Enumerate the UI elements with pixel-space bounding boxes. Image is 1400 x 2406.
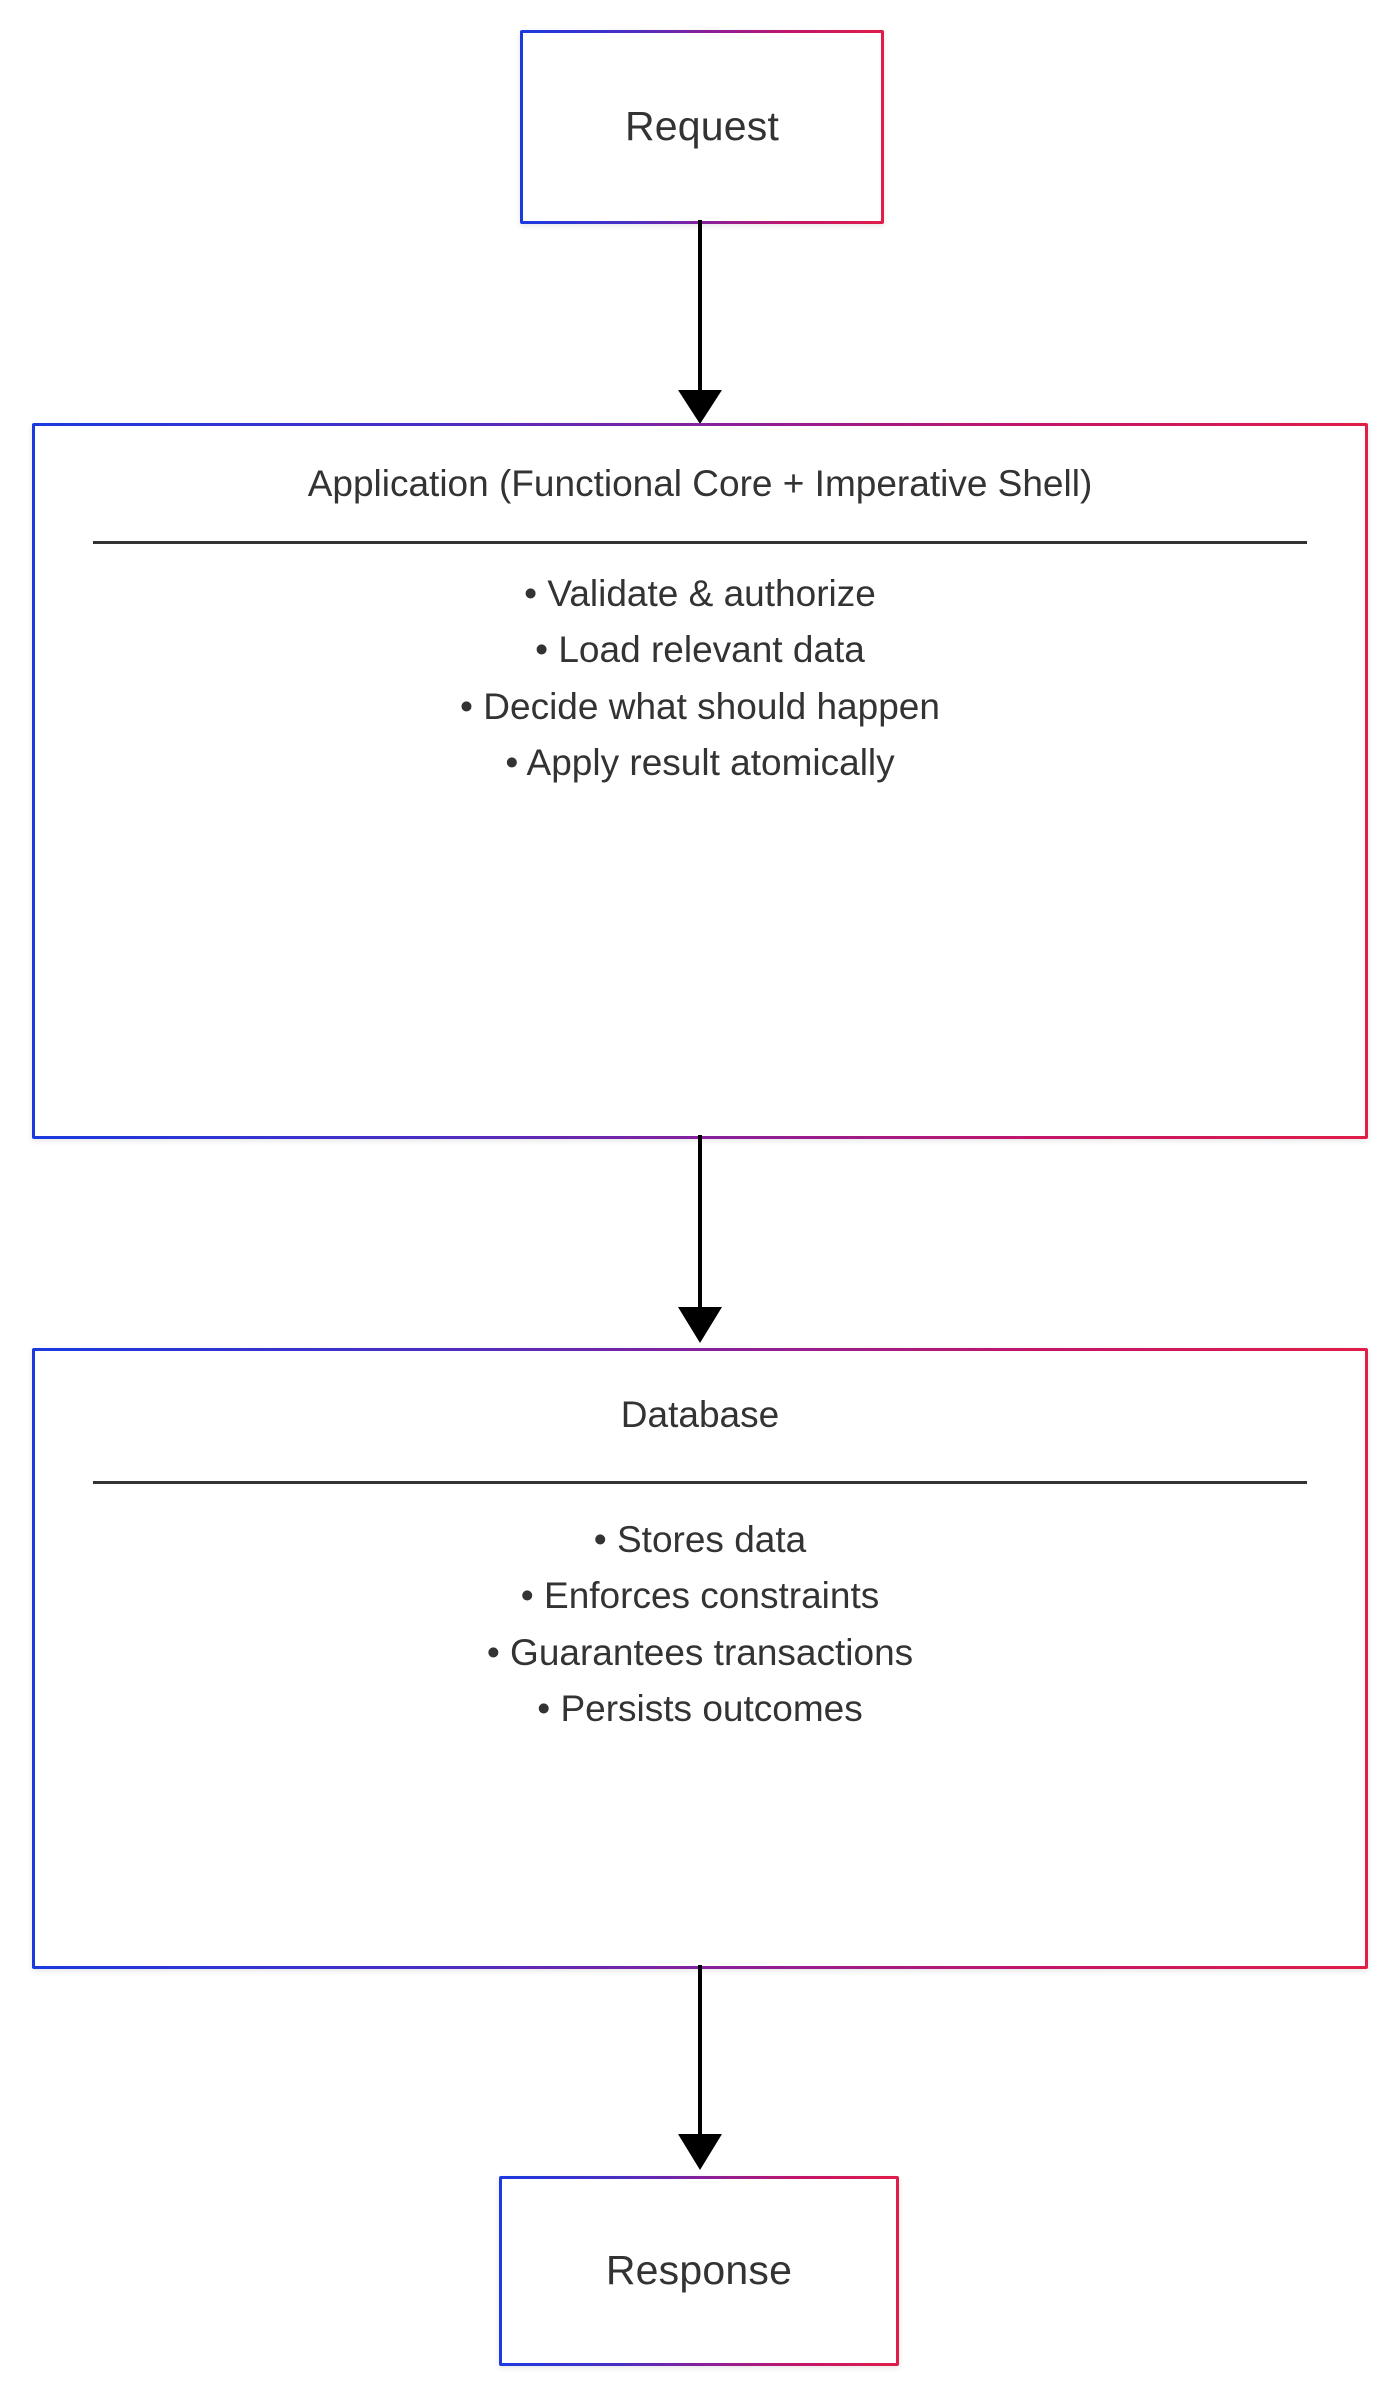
node-database[interactable]: Database • Stores data • Enforces constr… [32, 1348, 1368, 1969]
node-application-item: • Apply result atomically [505, 741, 895, 783]
arrow-application-to-database-glyph [678, 1135, 722, 1343]
node-application-item: • Load relevant data [535, 629, 865, 671]
arrow-request-to-application-glyph [678, 220, 722, 424]
node-application-divider [93, 541, 1307, 545]
node-database-body: • Stores data • Enforces constraints • G… [35, 1484, 1365, 1737]
node-response-label: Response [605, 2247, 793, 2294]
arrow-database-to-response-glyph [678, 1965, 722, 2170]
node-application-title: Application (Functional Core + Imperativ… [307, 463, 1093, 504]
node-database-item: • Enforces constraints [520, 1575, 880, 1617]
node-request-label: Request [624, 103, 780, 150]
node-database-title: Database [620, 1394, 780, 1435]
node-database-item: • Guarantees transactions [486, 1631, 914, 1673]
node-database-item: • Persists outcomes [537, 1687, 863, 1729]
node-request[interactable]: Request [520, 30, 884, 224]
node-database-divider [93, 1481, 1307, 1485]
node-application-item: • Validate & authorize [524, 573, 876, 615]
node-application-body: • Validate & authorize • Load relevant d… [35, 544, 1365, 791]
arrow-database-to-response [0, 1965, 1400, 2180]
node-application[interactable]: Application (Functional Core + Imperativ… [32, 423, 1368, 1139]
arrow-application-to-database [0, 1135, 1400, 1351]
arrow-request-to-application [0, 220, 1400, 426]
node-database-item: • Stores data [593, 1519, 807, 1561]
node-response[interactable]: Response [499, 2176, 899, 2366]
node-application-item: • Decide what should happen [460, 685, 940, 727]
